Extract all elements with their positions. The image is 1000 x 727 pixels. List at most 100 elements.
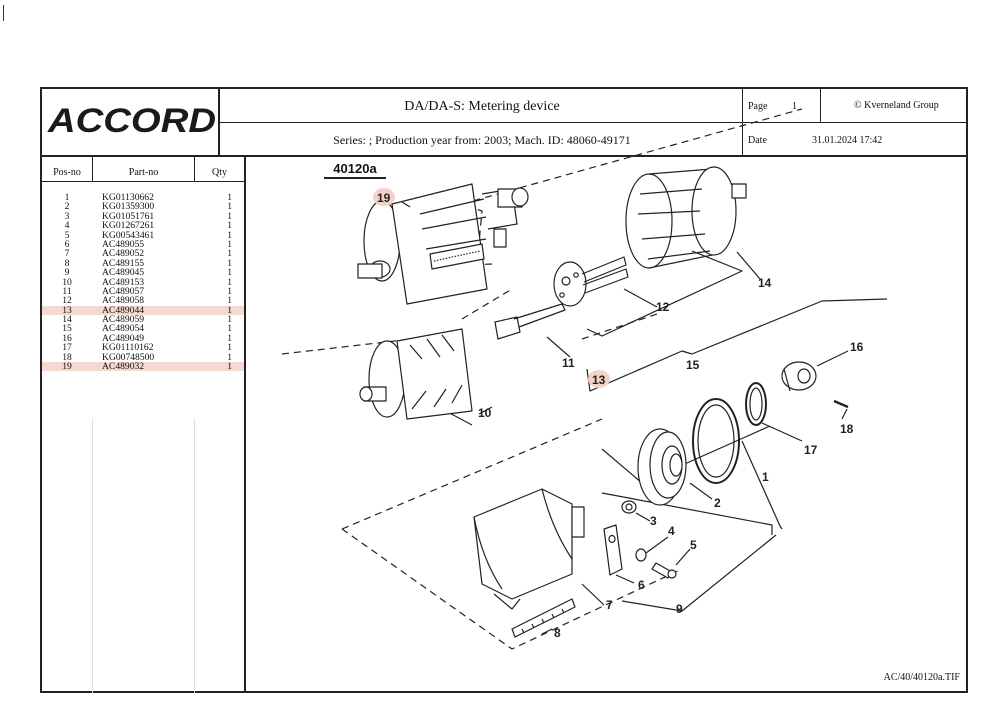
pos-cell: 18: [62, 351, 72, 363]
callout-6: 6: [638, 578, 645, 592]
callout-1: 1: [762, 470, 769, 484]
pos-cell: 13: [62, 304, 72, 316]
qty-cell: 1: [227, 201, 232, 213]
part-cell: AC489054: [102, 323, 145, 335]
callout-highlight: [373, 188, 395, 206]
part-cell: KG01130662: [102, 192, 154, 203]
pos-cell: 1: [64, 192, 70, 203]
col-head-pos: Pos-no: [53, 167, 81, 178]
qty-cell: 1: [227, 220, 232, 232]
pos-cell: 9: [64, 267, 70, 279]
table-row: 2 KG01359300 1: [42, 201, 244, 213]
callout-11: 11: [562, 356, 575, 370]
brand-logo-text: ACCORD: [47, 102, 216, 140]
callout-5: 5: [690, 538, 697, 552]
callout-7: 7: [606, 598, 613, 612]
table-row: 4 KG01267261 1: [42, 220, 244, 232]
callout-14: 14: [758, 276, 772, 290]
part-18-screw: [833, 399, 849, 409]
callout-4: 4: [668, 524, 675, 538]
table-row: 19 AC489032 1: [42, 361, 244, 373]
pos-cell: 2: [64, 201, 70, 213]
qty-cell: 1: [227, 361, 232, 373]
copyright-text: © Kverneland Group: [854, 100, 939, 111]
pos-cell: 5: [64, 229, 70, 241]
brand-logo: ACCORD: [47, 102, 216, 140]
qty-cell: 1: [227, 248, 232, 260]
pos-cell: 4: [64, 220, 70, 232]
part-cell: KG01359300: [102, 201, 155, 213]
pos-cell: 15: [62, 323, 72, 335]
document-title: DA/DA-S: Metering device: [404, 99, 560, 114]
date-label: Date: [748, 135, 767, 146]
callout-13: 13: [592, 373, 606, 387]
pos-cell: 7: [64, 248, 70, 260]
part-cell: KG00748500: [102, 351, 155, 363]
table-row: 5 KG00543461 1: [42, 229, 244, 241]
part-3-nut: [621, 500, 637, 514]
callout-12: 12: [656, 300, 670, 314]
pos-cell: 16: [62, 332, 72, 344]
callout-19: 19: [377, 191, 391, 205]
table-row: 7 AC489052 1: [42, 248, 244, 260]
file-reference: AC/40/40120a.TIF: [883, 672, 960, 683]
part-cell: AC489052: [102, 248, 145, 260]
callout-15: 15: [686, 358, 700, 372]
callout-9: 9: [676, 602, 683, 616]
part-14-cell-wheel: [625, 166, 747, 269]
pos-cell: 10: [62, 276, 72, 288]
qty-cell: 1: [227, 210, 232, 222]
qty-cell: 1: [227, 304, 232, 316]
qty-cell: 1: [227, 323, 232, 335]
part-17-circlip: [745, 382, 767, 426]
qty-cell: 1: [227, 285, 232, 297]
part-19-rotor: [357, 183, 529, 305]
qty-cell: 1: [227, 257, 232, 269]
diagram-label: 40120a: [324, 161, 386, 179]
pos-cell: 19: [62, 361, 72, 373]
pos-cell: 14: [62, 314, 72, 326]
part-1-retaining-ring: [692, 398, 740, 484]
callout-8: 8: [554, 626, 561, 640]
part-cell: AC489059: [102, 314, 145, 326]
qty-cell: 1: [227, 332, 232, 344]
table-row: 15 AC489054 1: [42, 323, 244, 335]
part-cell: AC489153: [102, 276, 145, 288]
part-cell: KG01267261: [102, 220, 155, 232]
part-cell: KG00543461: [102, 229, 155, 241]
qty-cell: 1: [227, 276, 232, 288]
part-16-collar: [781, 361, 817, 392]
qty-cell: 1: [227, 229, 232, 241]
callout-10: 10: [478, 406, 492, 420]
qty-cell: 1: [227, 342, 232, 354]
part-cell: KG01051761: [102, 210, 155, 222]
pos-cell: 3: [64, 210, 70, 222]
callout-3: 3: [650, 514, 657, 528]
margin-tick: [3, 5, 4, 21]
part-12-disc: [553, 256, 629, 307]
part-10-rotor: [359, 328, 473, 420]
parts-sheet: ACCORD DA/DA-S: Metering device Series: …: [40, 87, 968, 693]
callout-highlight: [588, 370, 610, 388]
qty-cell: 1: [227, 238, 232, 250]
col-head-part: Part-no: [128, 167, 159, 178]
pos-cell: 12: [62, 295, 72, 307]
table-row: 3 KG01051761 1: [42, 210, 244, 222]
part-2-bearing: [637, 428, 687, 506]
part-cell: AC489155: [102, 257, 145, 269]
series-line: Series: ; Production year from: 2003; Ma…: [333, 133, 631, 147]
part-cell: AC489049: [102, 332, 145, 344]
part-cell: AC489045: [102, 267, 145, 279]
part-cell: AC489032: [102, 361, 145, 373]
qty-cell: 1: [227, 295, 232, 307]
